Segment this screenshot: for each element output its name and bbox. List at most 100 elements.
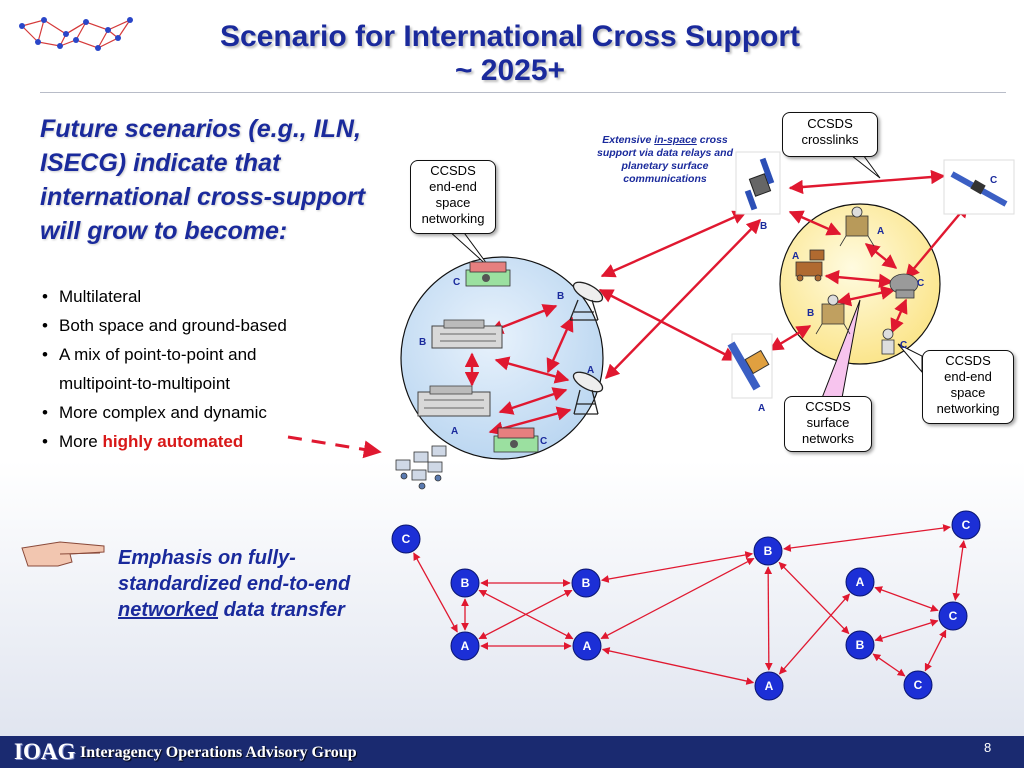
label-sat-b: B [760,221,767,232]
network-node-label: A [583,639,592,653]
ground-ops-center-icon [493,427,539,453]
network-logo-icon [19,17,133,51]
link [600,210,748,278]
label-lc-c-top: C [453,277,460,288]
bullet-item: More highly automated [42,427,382,456]
link [905,202,969,280]
label-lc-a-bot: A [451,426,458,437]
network-node: C [938,601,968,631]
emphasis-line: Emphasis on fully- [118,547,296,569]
title-line-2: ~ 2025+ [454,54,566,87]
lead-statement: Future scenarios (e.g., ILN, ISECG) indi… [40,115,366,245]
bullet-item: A mix of point-to-point and [42,340,382,369]
network-node-label: B [582,576,591,590]
network-node-label: A [461,639,470,653]
network-edge [874,619,939,642]
bullet-text: Multilateral [59,287,142,306]
bullet-item: Multilateral [42,282,382,311]
emphasis-text: data transfer [218,599,345,621]
label-rc-a-top: A [877,226,884,237]
network-node-label: C [949,609,958,623]
note-underlined: in-space [654,134,697,146]
relay-satellite-icon [727,333,773,399]
callout-end-end-networking-left: CCSDS end-end space networking [410,160,496,234]
network-node-label: B [461,576,470,590]
rover-icon [795,249,825,282]
label-lc-b-bldg: B [419,337,426,348]
network-node-label: C [402,532,411,546]
network-nodes: C B B A A B A C A C B C [391,510,981,701]
callout-line: CCSDS [805,399,851,414]
scenario-diagram: C B B A A C B A C A A C B C C B B A A B A C A C B C [21,147,1015,701]
callout-line: networking [936,401,1000,416]
network-node-label: A [765,679,774,693]
lander-icon [839,206,875,247]
label-sat-a: A [758,403,765,414]
link [824,270,894,288]
lander-icon [815,294,851,335]
network-node-label: C [914,678,923,692]
label-sat-c: C [990,175,997,186]
label-lc-c-bot: C [540,436,547,447]
bullet-text: A mix of point-to-point and [59,345,257,364]
network-edge [600,551,754,583]
network-edge [778,561,850,635]
crosslink-satellite-icon [943,159,1015,215]
link [836,285,896,307]
habitat-icon [889,273,919,299]
network-node: A [845,567,875,597]
link [598,288,738,362]
network-node: A [450,631,480,661]
label-lc-a-dish: A [587,365,594,376]
network-edge [874,586,939,612]
bullet-text: More [59,432,103,451]
pointer-dashed-arrow [287,435,382,459]
label-rc-c-mid: C [917,278,924,289]
callout-line: space [435,195,471,210]
callout-line: end-end [944,369,992,384]
network-edges [413,524,967,685]
network-edge [779,593,850,675]
ground-ops-center-icon [465,261,511,287]
network-edge [764,566,773,671]
callout-line: networking [421,211,485,226]
network-node: B [753,536,783,566]
antenna-dish-icon [572,371,604,415]
link [788,210,842,236]
highlight-text: highly automated [102,432,244,451]
emphasis-underlined: networked [118,599,219,621]
callout-surface-networks: CCSDS surface networks [784,396,872,452]
control-building-icon [417,385,491,417]
emphasis-line: networked data transfer [118,597,398,623]
link [604,218,762,380]
link [864,243,898,269]
in-space-note: Extensive in-space cross support via dat… [588,134,742,186]
callout-line: CCSDS [945,353,991,368]
workstation-cluster-icon [395,445,447,490]
network-edge [952,540,967,601]
callout-line: CCSDS [430,163,476,178]
network-node: A [572,631,602,661]
callout-line: networks [801,431,855,446]
relay-satellite-icon [735,151,781,215]
emphasis-note: Emphasis on fully- standardized end-to-e… [118,545,398,623]
callout-line: crosslinks [801,132,859,147]
network-edge [783,524,951,552]
link [890,298,908,334]
astronaut-icon [881,328,895,355]
bullet-list: Multilateral Both space and ground-based… [42,282,382,456]
link [788,169,946,195]
network-node: C [951,510,981,540]
link [494,356,570,384]
callout-line: end-end [429,179,477,194]
label-rc-b: B [807,308,814,319]
title-divider [40,92,1006,93]
network-node-label: A [856,575,865,589]
network-edge [924,629,947,672]
bullet-item-continued: multipoint-to-multipoint [42,369,382,398]
note-text: Extensive [602,134,655,146]
control-building-icon [431,319,503,349]
network-node: B [845,630,875,660]
network-node: A [754,671,784,701]
emphasis-line: standardized end-to-end [118,573,351,595]
